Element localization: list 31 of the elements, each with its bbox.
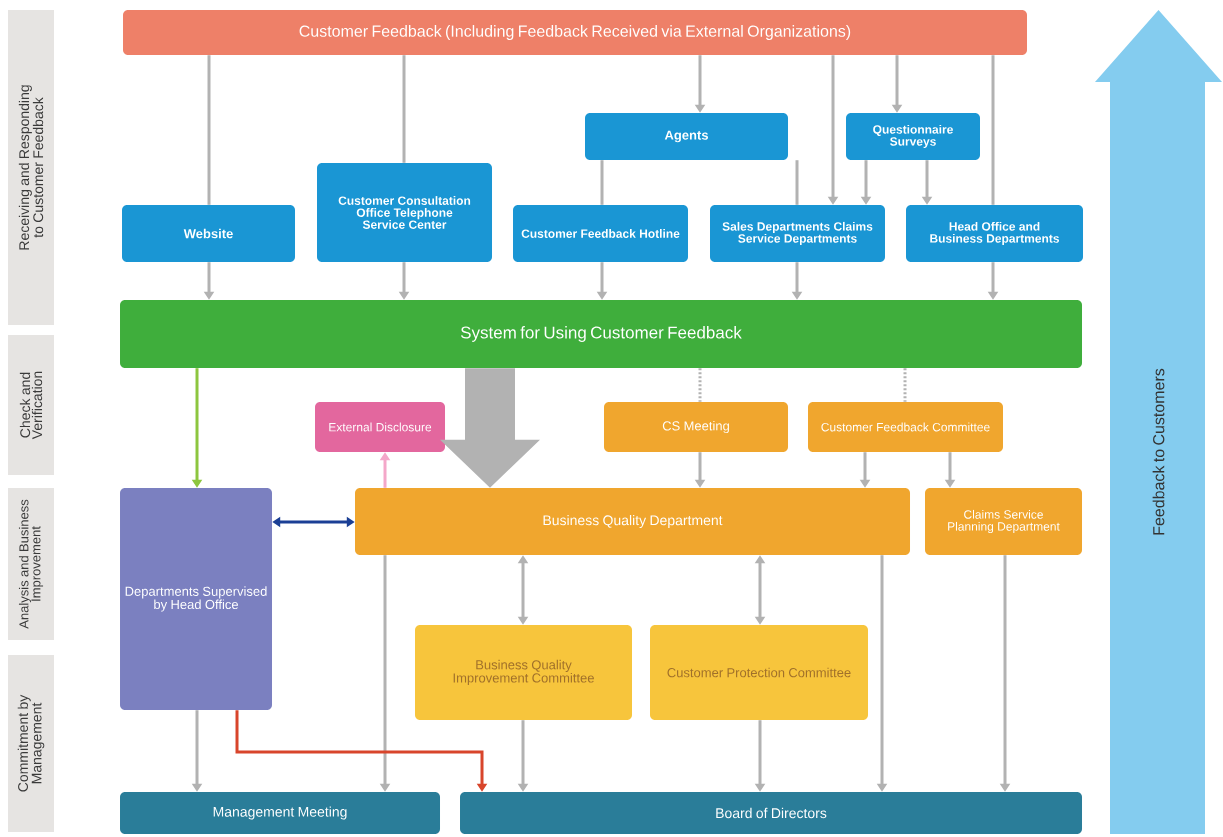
channel-box: Customer Consultation Office Telephone Service Center [317,163,492,262]
process-box: Departments Supervised by Head Office [120,488,272,710]
channel-box: Agents [585,113,788,160]
connector-line [600,160,604,205]
committee-box: Customer Protection Committee [650,625,868,720]
channel-box: Website [122,205,295,262]
process-box: CS Meeting [604,402,788,452]
stage-band: Commitment by Management [8,655,54,832]
system-bar: System for Using Customer Feedback [120,300,1082,368]
stage-band: Check and Verification [8,335,54,475]
management-box: Management Meeting [120,792,440,834]
process-box: Business Quality Department [355,488,910,555]
stage-band: Receiving and Responding to Customer Feedback [8,10,54,325]
connector-line [795,160,799,205]
channel-box: Questionnaire Surveys [846,113,980,160]
channel-box: Sales Departments Claims Service Departments [710,205,885,262]
channel-box: Head Office and Business Departments [906,205,1083,262]
source-banner: Customer Feedback (Including Feedback Received via External Organizations) [123,10,1027,55]
connector-line [698,368,702,402]
process-box: Claims Service Planning Department [925,488,1082,555]
stage-band: Analysis and Business Improvement [8,488,54,640]
connector-line [207,55,211,205]
connector-line [991,55,995,205]
process-box: External Disclosure [315,402,445,452]
connector-line [402,55,406,163]
process-box: Customer Feedback Committee [808,402,1003,452]
arrow [440,368,540,488]
channel-box: Customer Feedback Hotline [513,205,688,262]
committee-box: Business Quality Improvement Committee [415,625,632,720]
management-box: Board of Directors [460,792,1082,834]
connector-line [903,368,907,402]
